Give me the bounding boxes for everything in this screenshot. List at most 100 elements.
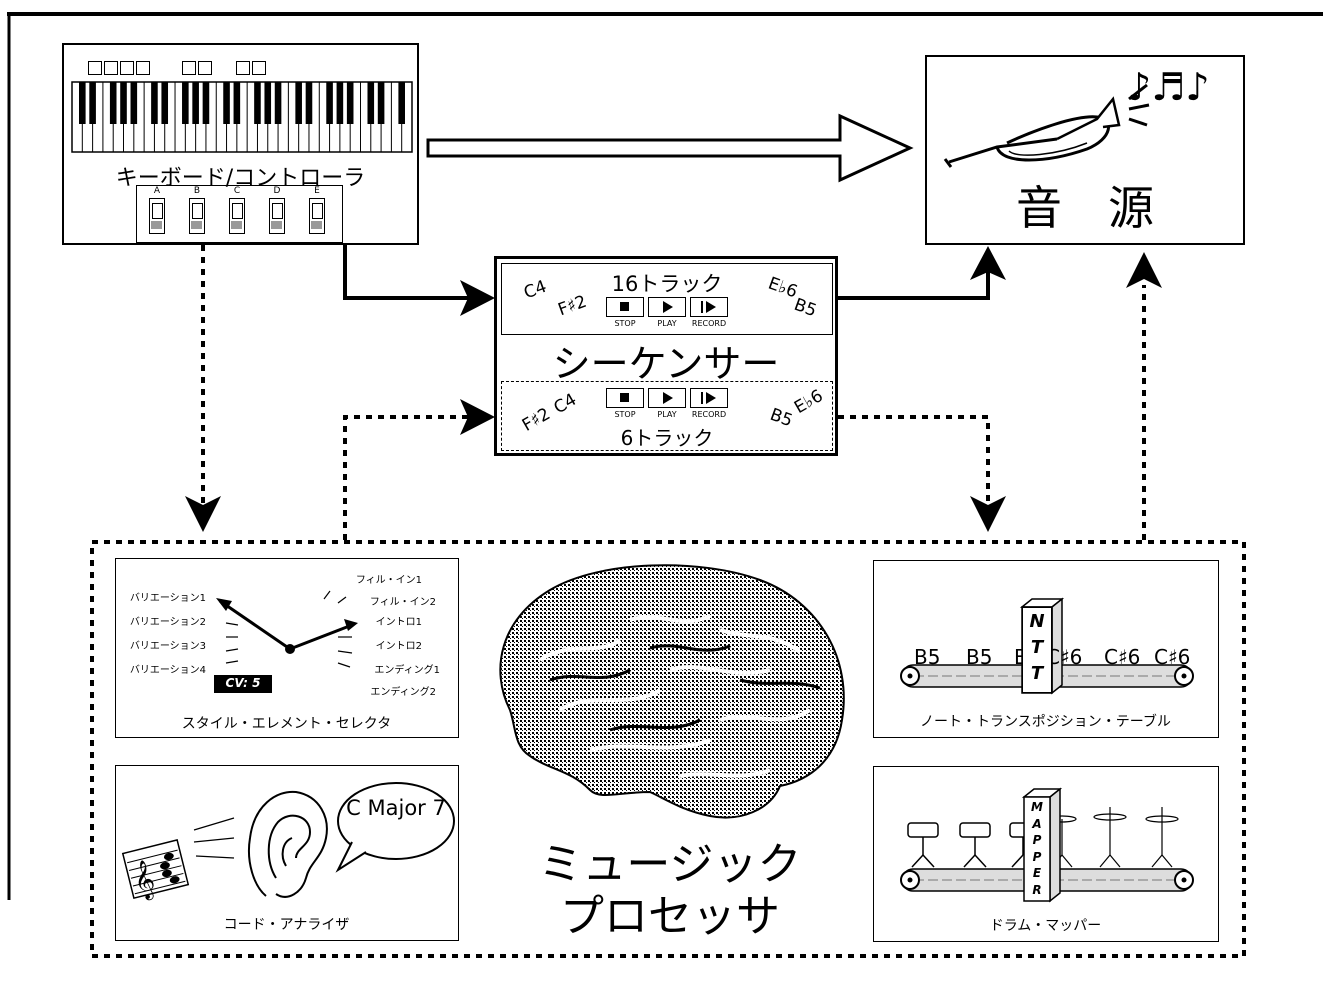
music-processor-title-2: プロセッサ: [560, 891, 780, 942]
switch-knob: [192, 203, 203, 219]
switch-label: E: [314, 186, 320, 196]
sequencer-to-processor-dotted-arrow: [838, 415, 1006, 532]
ntt-tower: [1022, 607, 1052, 693]
stop-label-16: STOP: [614, 319, 636, 328]
style-item[interactable]: イントロ2: [375, 641, 422, 652]
ntt-tower-letter: T: [1030, 637, 1044, 658]
sequencer-title: シーケンサー: [552, 342, 780, 386]
variation-item[interactable]: バリエーション3: [129, 641, 206, 652]
keyboard-label: キーボード/コントローラ: [115, 166, 366, 191]
variation-item[interactable]: バリエーション2: [129, 617, 206, 628]
selector-dial: [216, 590, 358, 668]
black-key: [295, 82, 302, 124]
switch-knob: [272, 203, 283, 219]
sequencer-6track-panel: F♯2 C4 E♭6 B5 STOP PLAY RECORD 6トラック: [501, 381, 833, 451]
cymbal-icons: [1047, 807, 1179, 868]
black-key: [336, 82, 344, 124]
style-item[interactable]: フィル・イン2: [369, 597, 436, 608]
style-item[interactable]: エンディング2: [370, 687, 436, 698]
black-key: [130, 82, 138, 124]
switch-label: D: [273, 186, 281, 196]
style-item[interactable]: イントロ1: [375, 617, 422, 628]
switch-base: [311, 221, 322, 229]
play-button-6[interactable]: [648, 388, 686, 408]
cv-label: CV: 5: [225, 676, 261, 690]
stop-label-6: STOP: [614, 410, 636, 419]
mapper-tower-letter: A: [1032, 816, 1042, 831]
style-item[interactable]: エンディング1: [374, 665, 440, 676]
record-label-16: RECORD: [691, 319, 727, 328]
black-key: [223, 82, 230, 124]
variation-item[interactable]: バリエーション1: [129, 593, 206, 604]
black-key: [274, 82, 282, 124]
switch-base: [271, 221, 282, 229]
switch-d[interactable]: [269, 198, 285, 234]
black-key: [233, 82, 241, 124]
track6-label: 6トラック: [620, 426, 714, 450]
switch-b[interactable]: [189, 198, 205, 234]
ntt-note: C♯6: [1154, 645, 1191, 669]
ear-icon: [248, 790, 328, 898]
mapper-tower-letter: M: [1031, 800, 1043, 814]
style-element-selector-box: CV: 5 スタイル・エレメント・セレクタ バリエーション1 バリエーション2 バリ…: [115, 558, 459, 738]
keyboard-top-buttons: [88, 61, 278, 75]
black-key: [109, 82, 117, 124]
ntt-note: C♯6: [1104, 645, 1141, 669]
play-button-16[interactable]: [648, 297, 686, 317]
record-button-6[interactable]: [690, 388, 728, 408]
chord-analyzer-caption: コード・アナライザ: [223, 917, 350, 933]
switch-knob: [152, 203, 163, 219]
switch-a[interactable]: [149, 198, 165, 234]
track16-note-b5: B5: [791, 294, 820, 322]
sequencer-box: 16トラック C4 F♯2 E♭6 B5 STOP PLAY RECORD シー…: [494, 256, 838, 456]
music-notes-icon: ♪♬♪: [1127, 65, 1210, 109]
cv-badge: CV: 5: [214, 675, 272, 693]
switch-base: [231, 221, 242, 229]
music-staff-icon: 𝄞: [121, 839, 190, 903]
style-item[interactable]: フィル・イン1: [355, 575, 422, 586]
record-button-16[interactable]: [690, 297, 728, 317]
track6-note-eb6: E♭6: [790, 385, 827, 419]
black-key: [377, 82, 385, 124]
piano-keys: [71, 81, 413, 153]
ntt-note: B5: [914, 645, 941, 669]
black-key: [346, 82, 354, 124]
stop-button-16[interactable]: [606, 297, 644, 317]
switch-label: C: [233, 186, 241, 196]
chord-analyzer-box: 𝄞 C Major 7 コード・アナライザ: [115, 765, 459, 941]
drum-mapper-caption: ドラム・マッパー: [989, 918, 1102, 934]
style-selector-caption: スタイル・エレメント・セレクタ: [181, 716, 392, 732]
mapper-tower-letter: E: [1032, 866, 1042, 880]
switch-knob: [232, 203, 243, 219]
switch-e[interactable]: [309, 198, 325, 234]
sound-source-box: ♪♬♪ 音 源: [925, 55, 1245, 245]
ntt-tower-letter: T: [1030, 663, 1044, 684]
stop-button-6[interactable]: [606, 388, 644, 408]
ntt-note: C♯6: [1046, 645, 1083, 669]
chord-analyzer-illustration: 𝄞: [121, 782, 455, 903]
sequencer-16track-panel: 16トラック C4 F♯2 E♭6 B5 STOP PLAY RECORD: [501, 263, 833, 335]
drum-mapper-conveyor: [900, 787, 1194, 903]
keyboard-to-processor-dotted-arrow: [185, 245, 221, 532]
variation-item[interactable]: バリエーション4: [129, 665, 206, 676]
mapper-tower-letter: P: [1032, 833, 1042, 847]
black-key: [264, 82, 272, 124]
trumpet-icon: [943, 83, 1150, 168]
processor-to-sequencer-dotted-arrow: [343, 399, 495, 540]
play-label-16: PLAY: [657, 319, 677, 328]
chord-bubble-text: C Major 7: [346, 796, 446, 820]
brain-icon: [499, 564, 845, 819]
black-key: [192, 82, 199, 124]
switch-c[interactable]: [229, 198, 245, 234]
track6-note-c4: C4: [550, 389, 581, 419]
black-key: [202, 82, 210, 124]
play-label-6: PLAY: [657, 410, 677, 419]
music-processor-title-1: ミュージック: [538, 839, 802, 890]
mapper-tower-letter: P: [1032, 849, 1042, 864]
sound-source-label: 音 源: [1016, 181, 1154, 235]
music-processor-frame: [90, 540, 1246, 958]
